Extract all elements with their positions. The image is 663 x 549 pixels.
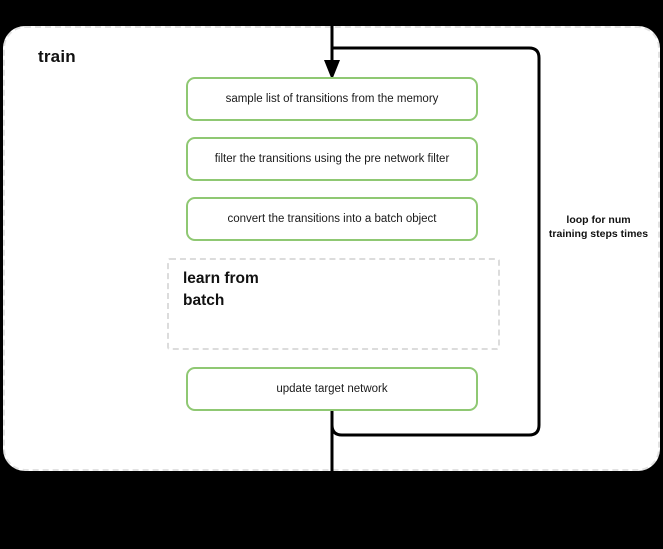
process-box-label: sample list of transitions from the memo… — [225, 92, 439, 105]
process-box-update-target-network[interactable]: update target network — [186, 367, 478, 411]
process-box-sample-transitions[interactable]: sample list of transitions from the memo… — [186, 77, 478, 121]
process-box-label: update target network — [276, 382, 388, 395]
loop-label: loop for num training steps times — [548, 214, 649, 241]
process-box-convert-transitions[interactable]: convert the transitions into a batch obj… — [186, 197, 478, 241]
subblock-title: learn from batch — [183, 270, 259, 310]
process-box-filter-transitions[interactable]: filter the transitions using the pre net… — [186, 137, 478, 181]
process-box-label: filter the transitions using the pre net… — [214, 152, 450, 165]
process-box-label: convert the transitions into a batch obj… — [227, 212, 437, 225]
page-title: train — [38, 47, 76, 66]
subblock-learn-from-batch[interactable]: learn from batch — [167, 258, 500, 350]
